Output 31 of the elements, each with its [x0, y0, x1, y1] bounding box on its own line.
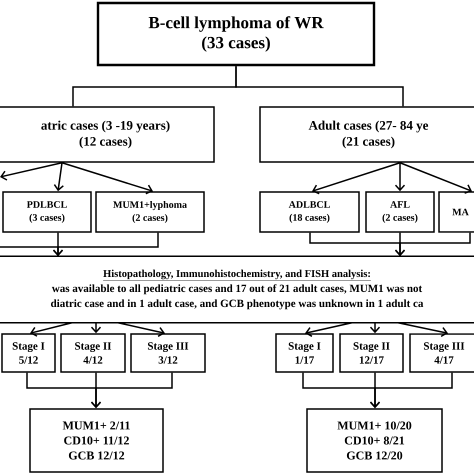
- subtype-box: PDLBCL (3 cases): [2, 191, 92, 233]
- result-box: MUM1+ 10/20 CD10+ 8/21 GCB 12/20: [306, 408, 443, 473]
- subtype-box: MA: [438, 191, 474, 233]
- result-box: MUM1+ 2/11 CD10+ 11/12 GCB 12/12: [29, 408, 164, 473]
- arrow: [90, 372, 173, 408]
- group-box: atric cases (3 -19 years) (12 cases): [0, 106, 215, 163]
- text-band: Histopathology, Immunohistochemistry, and FISH analysis: was available to all pediatric cases and 17 out of 21 adult cases, MUM1 was not diatric case and in 1 adult case, and GCB phenotype was unknown in 1 adult ca: [0, 256, 474, 324]
- stage-box: Stage I 5/12: [1, 333, 56, 373]
- arrow: [312, 162, 400, 194]
- arrow: [394, 232, 471, 256]
- arrow: [305, 322, 352, 337]
- title-box: B-cell lymphoma of WR (33 cases): [96, 2, 376, 66]
- arrow: [400, 162, 472, 194]
- subtype-box: AFL (2 cases): [365, 191, 435, 233]
- arrow: [30, 322, 72, 337]
- group-box: Adult cases (27- 84 ye (21 cases): [259, 106, 474, 163]
- arrow: [62, 162, 153, 194]
- subtype-box: MUM1+lyphoma (2 cases): [95, 191, 205, 233]
- stage-box: Stage II 12/17: [339, 333, 404, 373]
- stage-box: Stage III 4/17: [409, 333, 474, 373]
- subtype-box: ADLBCL (18 cases): [259, 191, 360, 233]
- arrow: [370, 372, 453, 408]
- arrow: [118, 322, 165, 337]
- arrow: [54, 162, 64, 192]
- stage-box: Stage I 1/17: [275, 333, 334, 373]
- stage-box: Stage II 4/12: [60, 333, 126, 373]
- arrow: [394, 162, 406, 192]
- arrow: [398, 322, 448, 338]
- arrow: [52, 232, 159, 256]
- arrow: [0, 162, 62, 181]
- stage-box: Stage III 3/12: [130, 333, 206, 373]
